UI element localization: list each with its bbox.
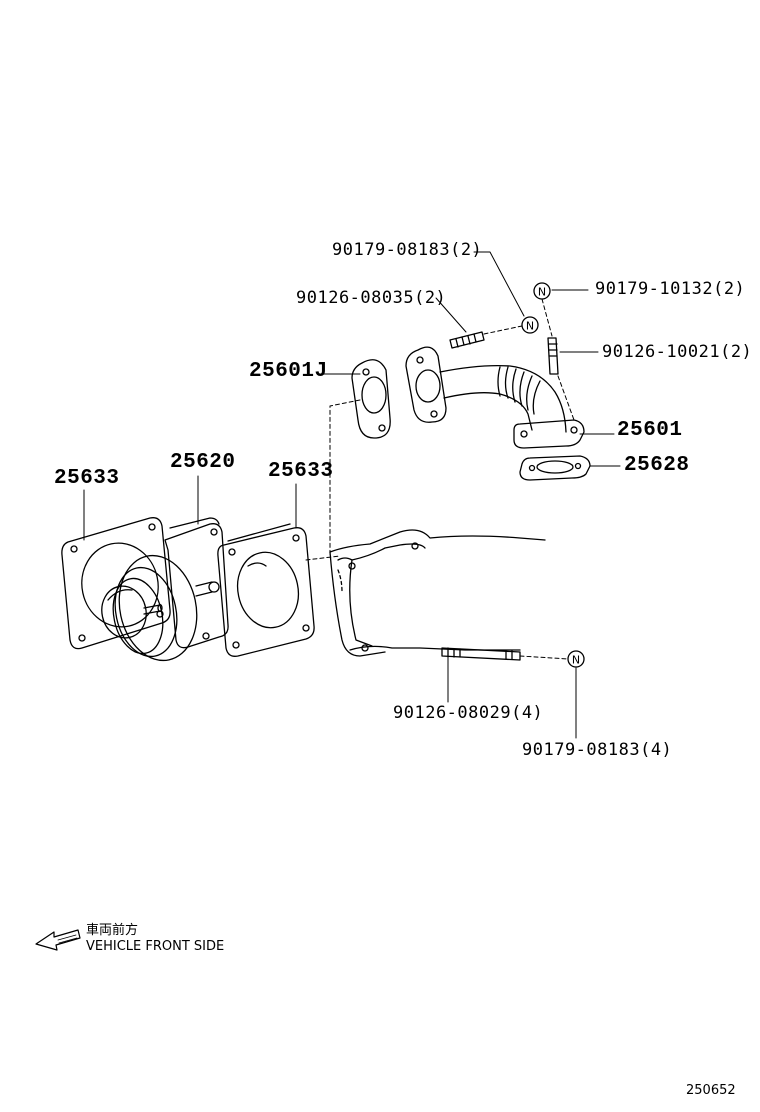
nut-90179-08183-4: N xyxy=(567,650,585,668)
leader-lines xyxy=(83,251,621,739)
callout-25601: 25601 xyxy=(617,419,683,442)
egr-valve-25620 xyxy=(101,517,229,662)
vehicle-front-label-en: VEHICLE FRONT SIDE xyxy=(86,939,225,954)
assembly-lines xyxy=(305,298,575,660)
svg-text:N: N xyxy=(526,320,534,333)
gasket-25628 xyxy=(519,455,591,481)
gasket-25633-mid xyxy=(217,523,315,657)
callout-25633-mid: 25633 xyxy=(268,460,334,483)
gasket-25633-left xyxy=(61,517,171,650)
callout-90126-08029-4: 90126-08029(4) xyxy=(393,703,544,723)
nut-90179-10132: N xyxy=(533,282,551,300)
intake-manifold-boss xyxy=(329,529,546,657)
nut-90179-08183-2: N xyxy=(521,316,539,334)
callout-25620: 25620 xyxy=(170,451,236,474)
callout-25628: 25628 xyxy=(624,454,690,477)
callout-90179-08183-2: 90179-08183(2) xyxy=(332,240,483,260)
callout-25633-left: 25633 xyxy=(54,467,120,490)
callout-90179-10132-2: 90179-10132(2) xyxy=(595,279,746,299)
egr-pipe-25601 xyxy=(405,346,585,449)
stud-90126-10021 xyxy=(547,337,559,375)
svg-text:N: N xyxy=(538,286,546,299)
gasket-25601J xyxy=(351,359,391,439)
stud-90126-08035 xyxy=(449,331,485,349)
callout-25601J: 25601J xyxy=(249,360,328,383)
callout-90126-10021-2: 90126-10021(2) xyxy=(602,342,753,362)
vehicle-front-label-jp: 車両前方 xyxy=(86,923,139,938)
stud-90126-08029 xyxy=(441,647,521,661)
callout-90126-08035-2: 90126-08035(2) xyxy=(296,288,447,308)
svg-text:N: N xyxy=(572,654,580,667)
document-number: 250652 xyxy=(686,1083,736,1098)
callout-90179-08183-4: 90179-08183(4) xyxy=(522,740,673,760)
arrow-left-icon xyxy=(35,929,81,951)
